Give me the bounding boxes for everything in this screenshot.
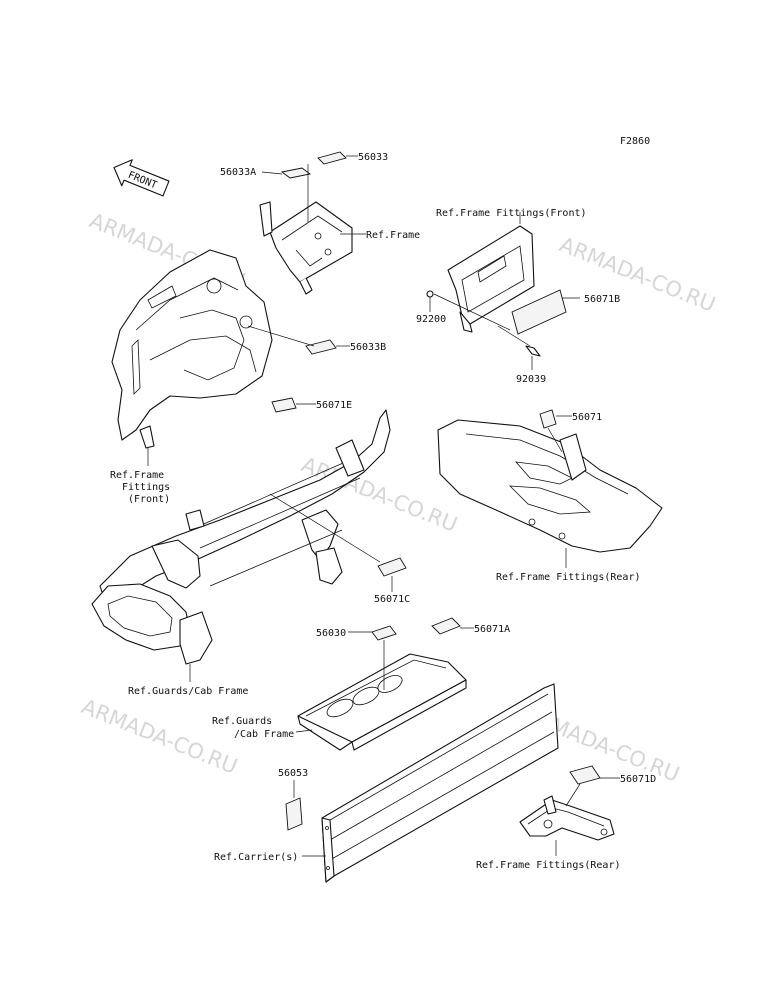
ref-carriers: Ref.Carrier(s) [214,852,298,863]
carrier-panel-part [321,683,559,883]
part-56071: 56071 [572,412,602,423]
part-56071A: 56071A [474,624,510,635]
floor-panel-part [297,653,467,751]
label-56071E-plate [271,397,297,413]
ref-frame-fittings-front-l1: Ref.Frame [110,470,164,481]
label-56053-plate [285,797,303,831]
label-56071B-plate [511,289,567,335]
ref-frame-fittings-front-top: Ref.Frame Fittings(Front) [436,208,587,219]
part-92039-icon [525,345,541,357]
label-56033A-plate [280,167,312,179]
ref-guards-cab-frame-2b: /Cab Frame [234,729,294,740]
part-56033: 56033 [358,152,388,163]
part-56071E: 56071E [316,400,352,411]
ref-frame-fittings-front-l2: Fittings [122,482,170,493]
label-56071-plate [539,409,557,429]
top-bracket-part [259,151,353,295]
part-56071B: 56071B [584,294,620,305]
part-56071C: 56071C [374,594,410,605]
ref-frame-fittings-rear-2: Ref.Frame Fittings(Rear) [476,860,621,871]
label-56033B-plate [305,339,337,355]
front-arrow-icon: FRONT [113,159,170,197]
part-92200-icon [426,290,434,298]
guard-frame-part [91,409,391,665]
part-92039: 92039 [516,374,546,385]
part-56033A: 56033A [220,167,256,178]
watermark-4: ARMADA-CO.RU [78,694,241,778]
part-92200: 92200 [416,314,446,325]
label-56071C-plate [377,557,407,577]
part-56033B: 56033B [350,342,386,353]
ref-guards-cab-frame-1: Ref.Guards/Cab Frame [128,686,248,697]
watermark-2: ARMADA-CO.RU [556,232,719,316]
front-fender-part [111,249,273,449]
ref-guards-cab-frame-2a: Ref.Guards [212,716,272,727]
ref-frame-fittings-rear-1: Ref.Frame Fittings(Rear) [496,572,641,583]
rear-fender-part [437,419,663,553]
label-56071D-plate [569,765,601,785]
part-56030: 56030 [316,628,346,639]
ref-frame: Ref.Frame [366,230,420,241]
label-56030-plate [371,625,397,641]
diagram-code: F2860 [620,136,650,147]
label-56071A-plate [431,617,461,635]
rear-bracket-part [519,795,615,841]
ref-frame-fittings-front-l3: (Front) [128,494,170,505]
label-56033-plate [317,151,347,165]
front-fittings-box-part [447,225,535,333]
part-56053: 56053 [278,768,308,779]
part-56071D: 56071D [620,774,656,785]
